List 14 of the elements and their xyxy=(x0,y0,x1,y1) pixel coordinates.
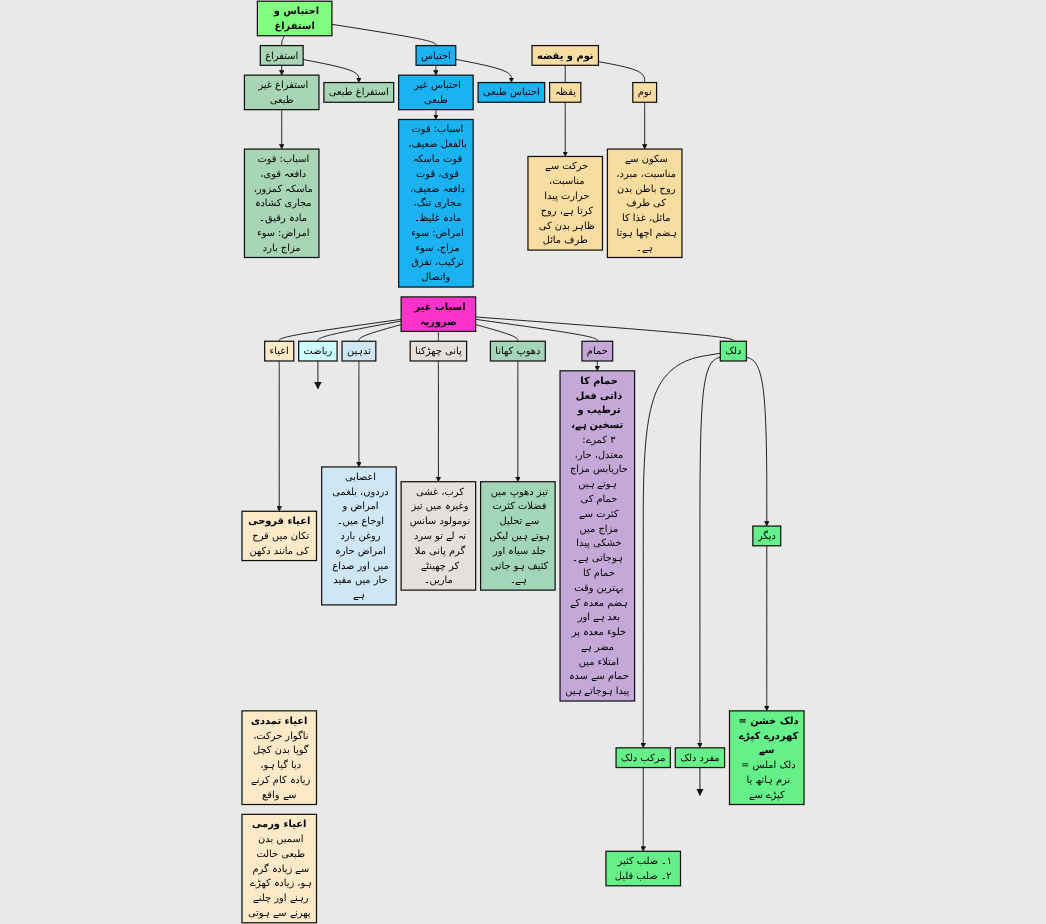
connector-line xyxy=(281,35,286,47)
connector-line xyxy=(278,318,402,342)
connector-line xyxy=(331,23,437,47)
arrow xyxy=(279,64,285,76)
connector-line xyxy=(358,324,402,342)
connector-line xyxy=(475,316,734,342)
connector-line xyxy=(475,318,598,342)
connector-line xyxy=(475,324,519,342)
connector-line xyxy=(437,330,439,342)
connector-line xyxy=(598,61,646,83)
connector-line xyxy=(564,64,566,83)
arrow xyxy=(594,360,601,372)
arrow xyxy=(433,109,439,120)
connector-line xyxy=(317,320,402,342)
